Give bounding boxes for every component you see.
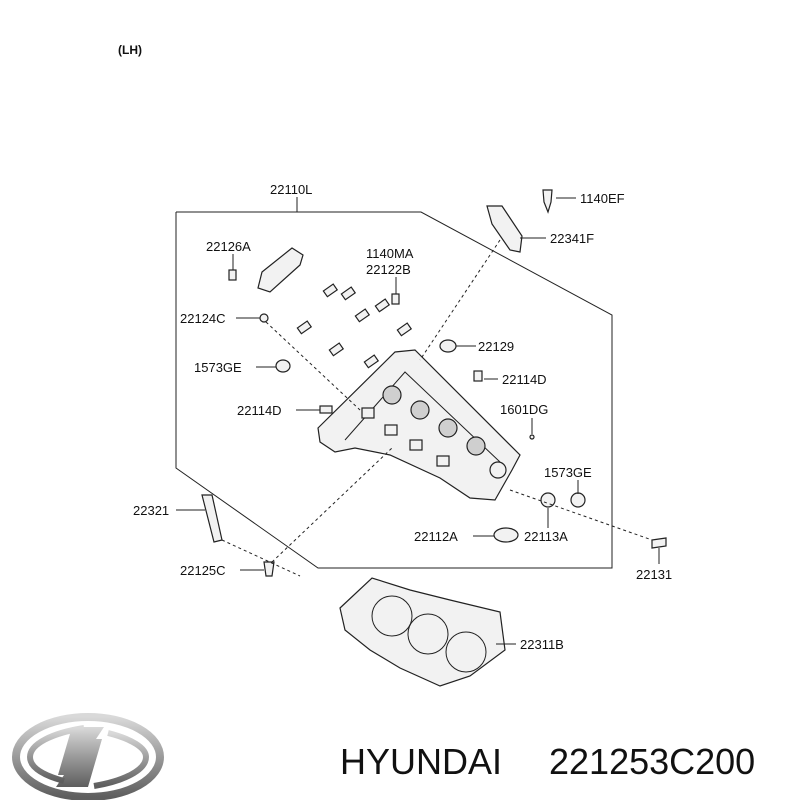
leader-lines — [176, 197, 660, 645]
assembly-frame — [175, 197, 613, 569]
callout-22110L: 22110L — [270, 182, 312, 197]
callout-22122B: 22122B — [366, 262, 411, 277]
small-parts — [201, 189, 667, 577]
callout-1601DG: 1601DG — [500, 402, 548, 417]
callout-22114D-right: 22114D — [502, 372, 547, 387]
callout-1573GE-right: 1573GE — [544, 465, 592, 480]
part-callouts: 22110L 1140EF 22341F 22126A 1140MA 22122… — [133, 182, 672, 652]
camshaft-caps — [257, 247, 413, 369]
callout-1140EF: 1140EF — [580, 191, 625, 206]
callout-22321: 22321 — [133, 503, 169, 518]
callout-22125C: 22125C — [180, 563, 226, 578]
hyundai-logo-icon — [12, 713, 164, 800]
callout-22341F: 22341F — [550, 231, 594, 246]
part-number: 221253C200 — [549, 741, 755, 782]
callout-1573GE-left: 1573GE — [194, 360, 242, 375]
callout-22114D-left: 22114D — [237, 403, 282, 418]
side-label: (LH) — [118, 43, 142, 57]
callout-1140MA: 1140MA — [366, 246, 414, 261]
callout-22126A: 22126A — [206, 239, 251, 254]
callout-22311B: 22311B — [520, 637, 564, 652]
callout-22124C: 22124C — [180, 311, 226, 326]
callout-22112A: 22112A — [414, 529, 458, 544]
callout-22131: 22131 — [636, 567, 672, 582]
brand-caption: HYUNDAI 221253C200 — [340, 741, 755, 782]
cylinder-head — [317, 349, 521, 501]
callout-22129: 22129 — [478, 339, 514, 354]
head-gasket — [339, 577, 506, 687]
callout-22113A: 22113A — [524, 529, 568, 544]
brand-name: HYUNDAI — [340, 741, 502, 782]
